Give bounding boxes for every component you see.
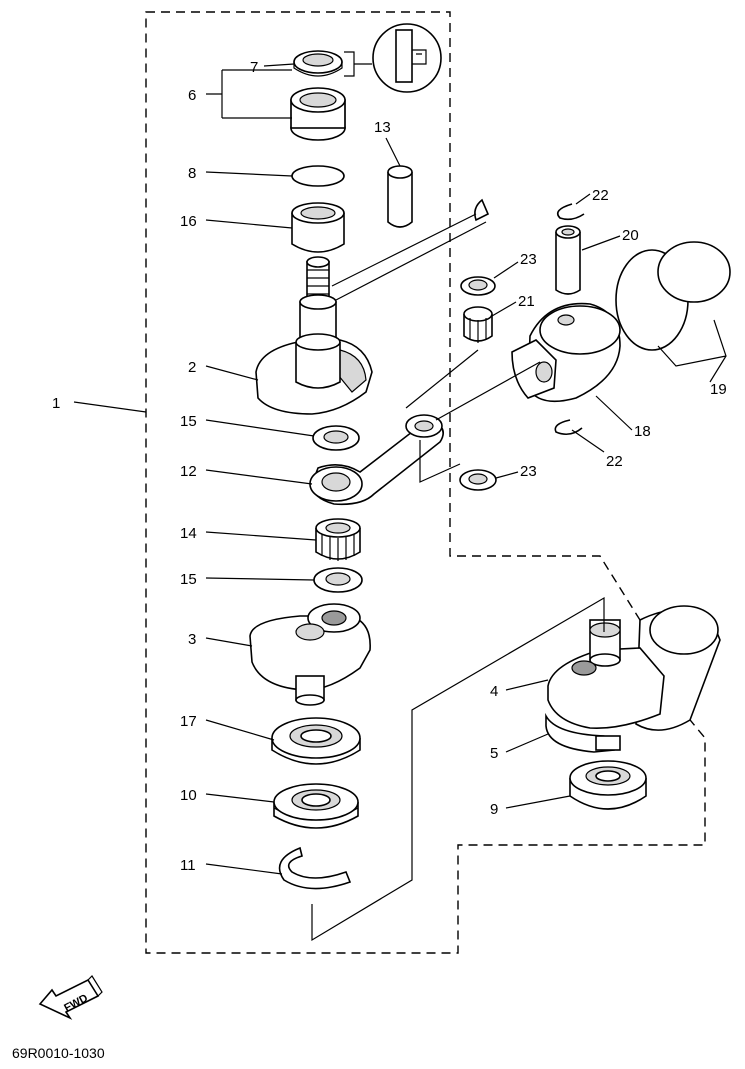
callout-10: 10 <box>180 787 197 804</box>
part-15-thrust-washer-upper[interactable] <box>312 425 360 451</box>
part-12-connecting-rod[interactable] <box>309 414 444 506</box>
callout-22-lower: 22 <box>606 453 623 470</box>
part-6-bushing[interactable] <box>290 87 346 141</box>
callout-23-lower: 23 <box>520 463 537 480</box>
callout-22-upper: 22 <box>592 187 609 204</box>
callout-2: 2 <box>188 359 196 376</box>
callout-13: 13 <box>374 119 391 136</box>
callout-8: 8 <box>188 165 196 182</box>
part-3-lower-crankshaft[interactable] <box>249 603 371 706</box>
callout-16: 16 <box>180 213 197 230</box>
callout-14: 14 <box>180 525 197 542</box>
part-7-oil-seal[interactable] <box>293 50 343 77</box>
callout-6: 6 <box>188 87 196 104</box>
part-10-bearing[interactable] <box>273 783 359 829</box>
part-13-dowel-pin[interactable] <box>387 165 413 228</box>
part-22-clip-upper[interactable] <box>556 203 585 221</box>
callout-23-upper: 23 <box>520 251 537 268</box>
callout-12: 12 <box>180 463 197 480</box>
diagram-code: 69R0010-1030 <box>12 1045 105 1061</box>
part-14-needle-bearing[interactable] <box>315 518 361 561</box>
part-20-piston-pin[interactable] <box>555 225 581 295</box>
callout-4: 4 <box>490 683 498 700</box>
woodruff-key[interactable] <box>474 198 490 222</box>
part-17-oil-seal-housing[interactable] <box>271 717 361 765</box>
fwd-arrow-icon: FWD <box>38 975 103 1020</box>
assembled-crankshaft-piston-view[interactable] <box>545 605 721 753</box>
part-22-clip-lower[interactable] <box>554 419 583 436</box>
callout-7: 7 <box>250 59 258 76</box>
callout-11: 11 <box>180 857 196 874</box>
part-15-thrust-washer-lower[interactable] <box>313 567 363 593</box>
part-21-needle-bearing[interactable] <box>463 306 493 343</box>
callout-1: 1 <box>52 395 60 412</box>
part-18-piston[interactable] <box>511 302 621 403</box>
crankshaft-assembly-boundary <box>145 11 706 954</box>
callout-labels: 1 2 3 4 5 6 7 8 9 10 11 12 13 14 15 15 1… <box>52 59 727 874</box>
callout-15-upper: 15 <box>180 413 197 430</box>
callout-21: 21 <box>518 293 535 310</box>
part-2-upper-crankshaft[interactable] <box>255 256 373 415</box>
leader-lines <box>73 63 727 942</box>
callout-17: 17 <box>180 713 197 730</box>
part-16-bushing[interactable] <box>291 202 345 253</box>
callout-20: 20 <box>622 227 639 244</box>
part-8-o-ring[interactable] <box>291 165 345 187</box>
callout-15-lower: 15 <box>180 571 197 588</box>
detail-inset-callout <box>344 23 442 93</box>
part-19-piston-rings[interactable] <box>615 241 731 351</box>
callout-18: 18 <box>634 423 651 440</box>
part-23-washer-lower[interactable] <box>459 469 497 491</box>
callout-3: 3 <box>188 631 196 648</box>
callout-19: 19 <box>710 381 727 398</box>
part-11-circlip[interactable] <box>278 846 352 890</box>
callout-5: 5 <box>490 745 498 762</box>
part-23-washer-upper[interactable] <box>460 276 496 296</box>
part-9-bearing[interactable] <box>569 760 647 810</box>
callout-9: 9 <box>490 801 498 818</box>
